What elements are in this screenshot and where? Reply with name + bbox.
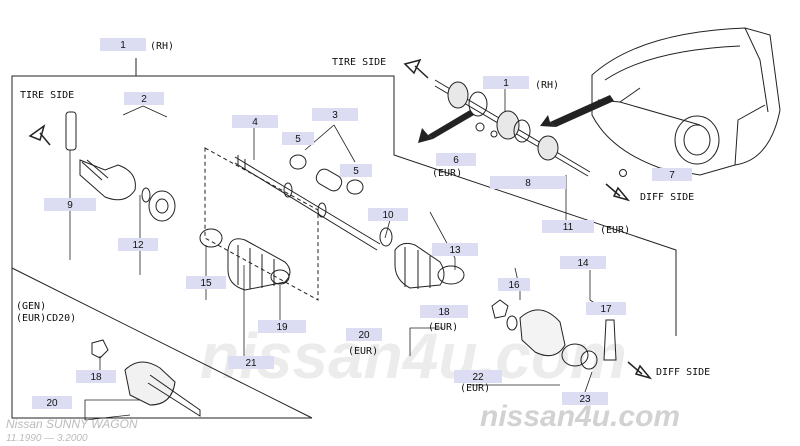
svg-text:7: 7 bbox=[669, 170, 675, 181]
car-arrows bbox=[418, 95, 614, 143]
callout-eur-cd20: (EUR)CD20) bbox=[16, 313, 76, 324]
center-shaft-drawing bbox=[234, 155, 381, 251]
svg-text:15: 15 bbox=[200, 278, 212, 289]
part-label-2[interactable]: 2 bbox=[124, 92, 164, 105]
svg-text:5: 5 bbox=[295, 134, 301, 145]
svg-text:16: 16 bbox=[508, 280, 520, 291]
svg-text:11: 11 bbox=[563, 222, 574, 233]
svg-text:22: 22 bbox=[472, 372, 484, 383]
callout-tire-side-top: TIRE SIDE bbox=[332, 57, 386, 68]
part-label-18a[interactable]: 18 bbox=[420, 305, 468, 318]
svg-text:4: 4 bbox=[252, 117, 258, 128]
svg-text:20: 20 bbox=[46, 398, 58, 409]
callout-eur-20: (EUR) bbox=[348, 346, 378, 357]
part-label-22[interactable]: 22 bbox=[454, 370, 502, 383]
part-label-9[interactable]: 9 bbox=[44, 198, 96, 211]
callout-diff-side-top: DIFF SIDE bbox=[640, 192, 694, 203]
svg-text:1: 1 bbox=[120, 40, 126, 51]
tire-side-arrow-left bbox=[28, 124, 51, 146]
part-label-23[interactable]: 23 bbox=[562, 392, 608, 405]
part-label-10[interactable]: 10 bbox=[368, 208, 408, 221]
callout-diff-side-bottom: DIFF SIDE bbox=[656, 367, 710, 378]
footer-dates: 11.1990 — 3.2000 bbox=[6, 433, 88, 444]
tire-side-arrow-top bbox=[403, 58, 429, 79]
callout-tire-side-left: TIRE SIDE bbox=[20, 90, 74, 101]
part-label-5a[interactable]: 5 bbox=[282, 132, 314, 145]
gen-joint-drawing bbox=[91, 339, 201, 417]
svg-text:5: 5 bbox=[353, 166, 359, 177]
part-label-19[interactable]: 19 bbox=[258, 320, 306, 333]
svg-text:14: 14 bbox=[577, 258, 589, 269]
callout-eur-11: (EUR) bbox=[600, 225, 630, 236]
svg-text:2: 2 bbox=[141, 94, 147, 105]
svg-text:9: 9 bbox=[67, 200, 73, 211]
callout-rh-main: (RH) bbox=[150, 41, 174, 52]
watermark-bottom: nissan4u.com bbox=[480, 400, 680, 433]
boot-kit-drawing bbox=[199, 154, 364, 291]
svg-text:20: 20 bbox=[358, 330, 370, 341]
svg-text:18: 18 bbox=[438, 307, 450, 318]
svg-text:13: 13 bbox=[449, 245, 461, 256]
part-label-12[interactable]: 12 bbox=[118, 238, 158, 251]
callout-eur-22: (EUR) bbox=[460, 383, 490, 394]
part-label-16[interactable]: 16 bbox=[498, 278, 530, 291]
diff-side-arrow-bottom bbox=[627, 361, 653, 380]
svg-text:17: 17 bbox=[600, 304, 612, 315]
part-label-18b[interactable]: 18 bbox=[76, 370, 116, 383]
part-label-3[interactable]: 3 bbox=[312, 108, 358, 121]
part-label-20a[interactable]: 20 bbox=[346, 328, 382, 341]
part-label-1-rh-side[interactable]: 1 bbox=[483, 76, 529, 89]
part-label-6[interactable]: 6 bbox=[436, 153, 476, 166]
part-label-15[interactable]: 15 bbox=[186, 276, 226, 289]
part-label-20b[interactable]: 20 bbox=[32, 396, 72, 409]
svg-text:23: 23 bbox=[579, 394, 591, 405]
driveshaft-assembly-drawing bbox=[434, 79, 627, 177]
svg-text:1: 1 bbox=[503, 78, 509, 89]
diff-side-arrow-top bbox=[605, 183, 631, 202]
part-label-8[interactable]: 8 bbox=[490, 176, 566, 189]
part-label-1-rh[interactable]: 1 bbox=[100, 38, 146, 51]
part-label-7[interactable]: 7 bbox=[652, 168, 692, 181]
callout-gen: (GEN) bbox=[16, 301, 46, 312]
callout-eur-6: (EUR) bbox=[432, 168, 462, 179]
part-label-21[interactable]: 21 bbox=[228, 356, 274, 369]
car-front-outline bbox=[591, 27, 781, 176]
svg-text:18: 18 bbox=[90, 372, 102, 383]
svg-text:3: 3 bbox=[332, 110, 338, 121]
svg-text:19: 19 bbox=[276, 322, 288, 333]
part-label-4[interactable]: 4 bbox=[232, 115, 278, 128]
svg-text:6: 6 bbox=[453, 155, 459, 166]
part-label-11[interactable]: 11 bbox=[542, 220, 594, 233]
part-label-17[interactable]: 17 bbox=[586, 302, 626, 315]
part-label-5b[interactable]: 5 bbox=[340, 164, 372, 177]
callout-eur-18: (EUR) bbox=[428, 322, 458, 333]
part-label-13[interactable]: 13 bbox=[432, 243, 478, 256]
assembly-outline bbox=[11, 58, 677, 419]
callout-rh-side: (RH) bbox=[535, 80, 559, 91]
svg-text:10: 10 bbox=[382, 210, 394, 221]
part-label-14[interactable]: 14 bbox=[560, 256, 606, 269]
svg-text:21: 21 bbox=[245, 358, 257, 369]
inner-joint-drawing bbox=[379, 227, 617, 370]
svg-text:12: 12 bbox=[132, 240, 144, 251]
outer-joint-drawing bbox=[65, 111, 176, 222]
svg-text:8: 8 bbox=[525, 178, 531, 189]
footer-model: Nissan SUNNY WAGON bbox=[6, 417, 138, 431]
